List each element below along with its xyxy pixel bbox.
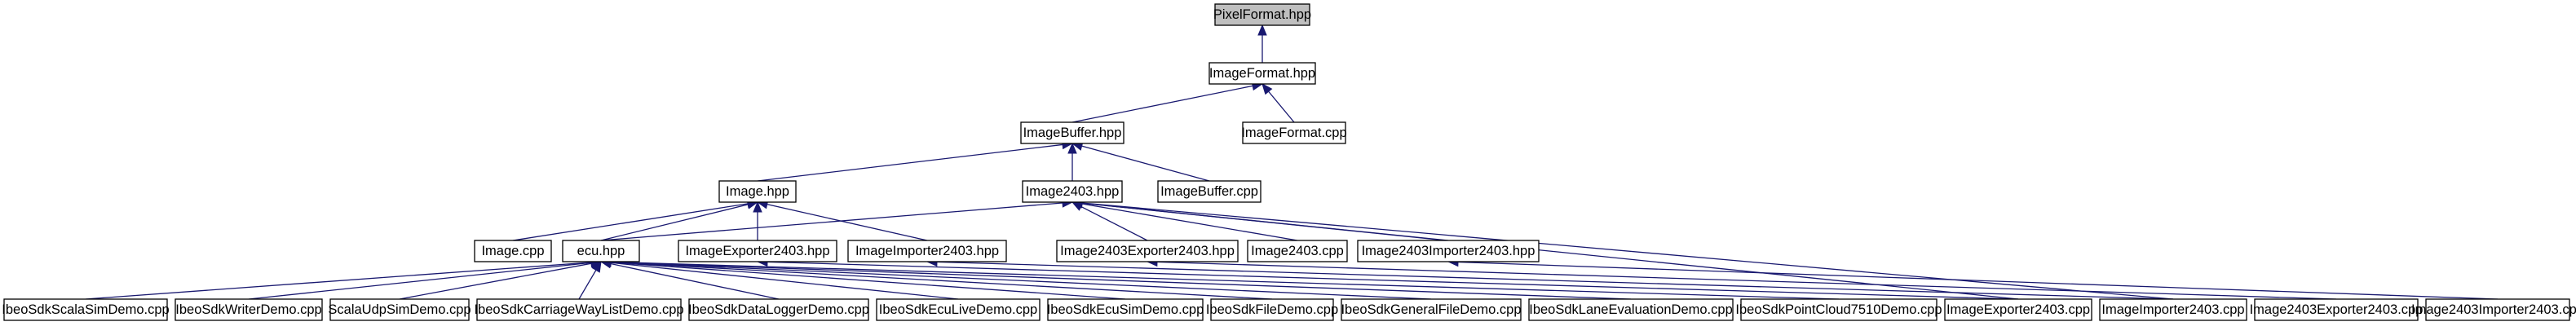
dependency-edge <box>757 139 1074 182</box>
node-imagebuffer-cpp[interactable]: ImageBuffer.cpp <box>1157 180 1261 203</box>
node-imageexporter2403-cpp[interactable]: ImageExporter2403.cpp <box>1944 298 2092 321</box>
node-ecu-hpp[interactable]: ecu.hpp <box>562 240 640 262</box>
node-ibeosdkpointcloud7510demo-cpp[interactable]: IbeoSdkPointCloud7510Demo.cpp <box>1735 298 1942 321</box>
node-imageformat-cpp[interactable]: ImageFormat.cpp <box>1241 121 1347 144</box>
node-label: Image2403Exporter2403.cpp <box>2250 302 2424 317</box>
node-ibeosdkcarriagewaylistdemo-cpp[interactable]: IbeoSdkCarriageWayListDemo.cpp <box>474 298 684 321</box>
dependency-edge <box>85 258 603 300</box>
node-image2403-hpp[interactable]: Image2403.hpp <box>1022 180 1123 203</box>
node-image2403exporter2403-cpp[interactable]: Image2403Exporter2403.cpp <box>2250 298 2424 321</box>
node-label: IbeoSdkWriterDemo.cpp <box>175 302 321 317</box>
node-ibeosdkeculivedemo-cpp[interactable]: IbeoSdkEcuLiveDemo.cpp <box>876 298 1041 321</box>
node-ibeosdkwriterdemo-cpp[interactable]: IbeoSdkWriterDemo.cpp <box>175 298 323 321</box>
node-label: ImageFormat.hpp <box>1209 66 1315 81</box>
node-label: ImageBuffer.cpp <box>1160 184 1258 199</box>
node-label: IbeoSdkPointCloud7510Demo.cpp <box>1735 302 1942 317</box>
dependency-edge <box>1071 141 1210 182</box>
dependency-edge <box>1071 81 1264 123</box>
node-imageexporter2403-hpp[interactable]: ImageExporter2403.hpp <box>678 240 837 262</box>
node-label: IbeoSdkLaneEvaluationDemo.cpp <box>1529 302 1733 317</box>
dependency-edge <box>248 258 603 300</box>
dependency-edge <box>756 257 2019 300</box>
node-pixelformat-hpp[interactable]: PixelFormat.hpp <box>1213 3 1311 26</box>
node-ibeosdkecusimdemo-cpp[interactable]: IbeoSdkEcuSimDemo.cpp <box>1047 298 1204 321</box>
node-label: ImageFormat.cpp <box>1241 126 1346 140</box>
node-imageimporter2403-cpp[interactable]: ImageImporter2403.cpp <box>2099 298 2247 321</box>
dependency-edge <box>1257 24 1267 63</box>
node-imageformat-hpp[interactable]: ImageFormat.hpp <box>1208 62 1316 85</box>
node-image2403-cpp[interactable]: Image2403.cpp <box>1247 240 1348 262</box>
node-image2403importer2403-cpp[interactable]: Image2403Importer2403.cpp <box>2411 298 2576 321</box>
dependency-edge <box>512 199 759 241</box>
node-label: Image2403Exporter2403.hpp <box>1060 244 1235 258</box>
node-label: IbeoSdkGeneralFileDemo.cpp <box>1341 302 1521 317</box>
node-label: ImageImporter2403.cpp <box>2101 302 2244 317</box>
node-imagebuffer-hpp[interactable]: ImageBuffer.hpp <box>1020 121 1125 144</box>
dependency-edge <box>1067 142 1077 181</box>
node-image2403importer2403-hpp[interactable]: Image2403Importer2403.hpp <box>1357 240 1540 262</box>
node-label: ImageBuffer.hpp <box>1023 126 1122 140</box>
node-label: PixelFormat.hpp <box>1213 7 1311 22</box>
node-label: IbeoSdkCarriageWayListDemo.cpp <box>474 302 683 317</box>
node-label: ImageExporter2403.cpp <box>1946 302 2090 317</box>
node-imageimporter2403-hpp[interactable]: ImageImporter2403.hpp <box>847 240 1007 262</box>
node-label: Image2403Importer2403.cpp <box>2411 302 2576 317</box>
node-label: IbeoSdkDataLoggerDemo.cpp <box>688 302 869 317</box>
node-label: IbeoSdkEcuLiveDemo.cpp <box>879 302 1037 317</box>
node-image-hpp[interactable]: Image.hpp <box>718 180 797 203</box>
node-scalaudpsimdemo-cpp[interactable]: ScalaUdpSimDemo.cpp <box>328 298 471 321</box>
node-label: ImageExporter2403.hpp <box>685 244 829 258</box>
node-label: Image2403.cpp <box>1251 244 1344 258</box>
node-label: Image2403Importer2403.hpp <box>1362 244 1535 258</box>
node-label: Image2403.hpp <box>1026 184 1120 199</box>
dependency-edge <box>578 260 602 300</box>
node-label: Image.cpp <box>481 244 544 258</box>
dependency-edge <box>1261 82 1295 123</box>
dependency-edge <box>926 257 2174 300</box>
node-label: IbeoSdkScalaSimDemo.cpp <box>2 302 169 317</box>
node-label: ImageImporter2403.hpp <box>855 244 999 258</box>
node-ibeosdkgeneralfiledemo-cpp[interactable]: IbeoSdkGeneralFileDemo.cpp <box>1341 298 1522 321</box>
node-label: IbeoSdkFileDemo.cpp <box>1206 302 1338 317</box>
node-ibeosdkfiledemo-cpp[interactable]: IbeoSdkFileDemo.cpp <box>1206 298 1338 321</box>
node-ibeosdklaneevaluationdemo-cpp[interactable]: IbeoSdkLaneEvaluationDemo.cpp <box>1528 298 1734 321</box>
node-label: Image.hpp <box>726 184 789 199</box>
graph-edges <box>85 24 2499 300</box>
dependency-edge <box>753 201 762 240</box>
node-image-cpp[interactable]: Image.cpp <box>474 240 552 262</box>
node-label: IbeoSdkEcuSimDemo.cpp <box>1047 302 1204 317</box>
node-label: ecu.hpp <box>577 244 625 258</box>
node-image2403exporter2403-hpp[interactable]: Image2403Exporter2403.hpp <box>1056 240 1239 262</box>
node-label: ScalaUdpSimDemo.cpp <box>328 302 471 317</box>
node-ibeosdkdataloggerdemo-cpp[interactable]: IbeoSdkDataLoggerDemo.cpp <box>688 298 869 321</box>
node-ibeosdkscalasimdemo-cpp[interactable]: IbeoSdkScalaSimDemo.cpp <box>2 298 170 321</box>
